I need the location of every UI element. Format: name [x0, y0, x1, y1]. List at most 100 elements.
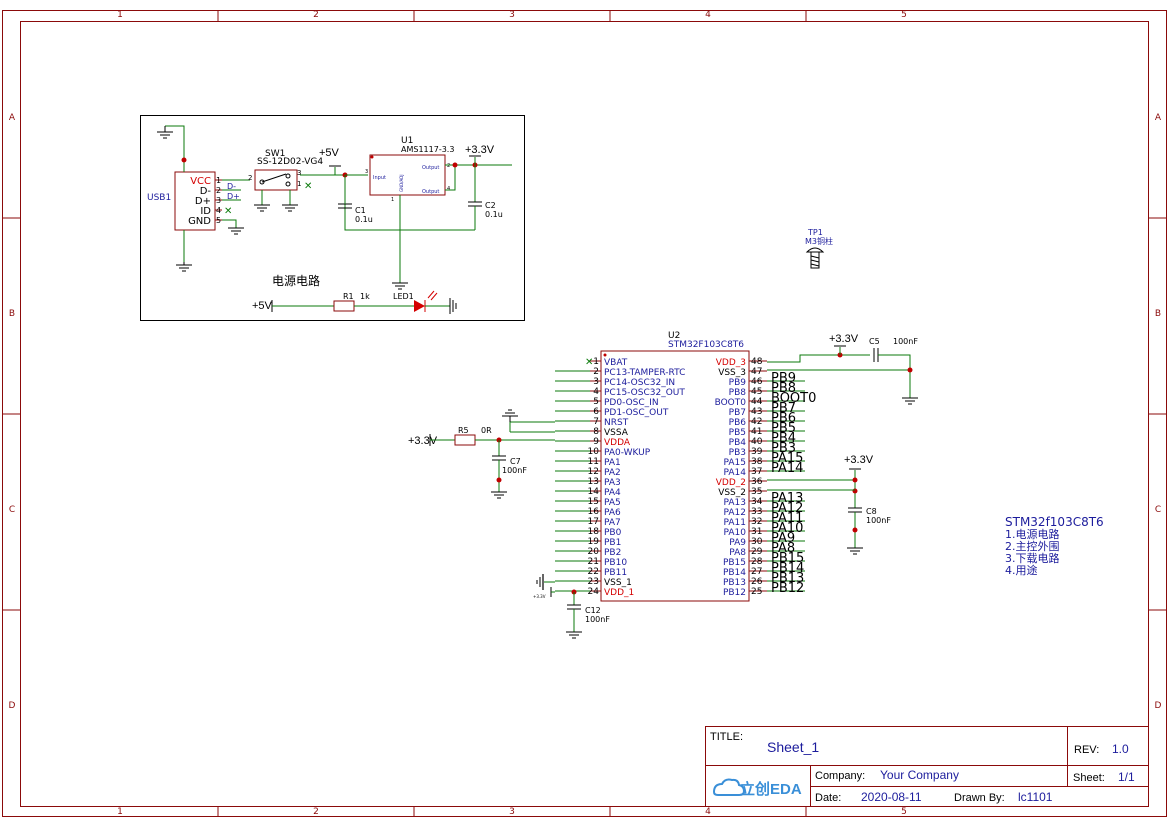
- ground-symbol: [847, 547, 863, 555]
- net-5v: +5V: [319, 147, 340, 159]
- usb1-pin-name: ID: [200, 206, 211, 217]
- usb1-pin-number: 5: [216, 216, 221, 225]
- mcu-pin-number: 23: [588, 577, 599, 587]
- usb1-pin-name: D-: [200, 186, 212, 197]
- usb1-body: [174, 171, 216, 231]
- net-label: PB12: [771, 581, 804, 596]
- ground-symbol: [392, 282, 408, 290]
- c1-value: 0.1u: [355, 215, 373, 224]
- sw1-pin: 3: [297, 169, 301, 177]
- c5-net: +3.3V: [829, 333, 859, 345]
- mcu-pin-name: PA14: [724, 468, 747, 478]
- mcu-pin-number: 42: [751, 417, 762, 427]
- mcu-pin-number: 11: [588, 457, 599, 467]
- mcu-pin-number: 20: [588, 547, 600, 557]
- zone-row-label: B: [1155, 309, 1161, 319]
- mcu-pin-number: 40: [751, 437, 763, 447]
- mcu-pin-name: VBAT: [604, 358, 628, 368]
- zone-column-label: 4: [705, 807, 711, 817]
- no-connect-icon: ✕: [224, 206, 232, 217]
- logo-text: 立创EDA: [740, 780, 802, 798]
- mcu-pin-name: PA7: [604, 518, 621, 528]
- screw-icon: [805, 247, 825, 253]
- mcu-pin-number: 2: [593, 367, 599, 377]
- power-section-title: 电源电路: [272, 273, 320, 288]
- sw1-pin: 1: [297, 180, 301, 188]
- c7-ref: C7: [510, 457, 521, 466]
- outer-frame: [2, 10, 1167, 817]
- mcu-pin-name: PB2: [604, 548, 621, 558]
- net-label: PB6: [771, 411, 796, 426]
- c8-ref: C8: [866, 507, 877, 516]
- mcu-pin-number: 36: [751, 477, 763, 487]
- u1-pin: 1: [391, 197, 394, 203]
- u1-body: [369, 154, 446, 196]
- sheet-value: 1/1: [1118, 770, 1135, 784]
- ground-symbol: [491, 491, 507, 499]
- mcu-pin-name: PA2: [604, 468, 621, 478]
- u1-pin: 3: [365, 169, 368, 175]
- net-label: PB14: [771, 561, 804, 576]
- ground-symbol: [254, 204, 298, 212]
- mcu-pin-number: 41: [751, 427, 762, 437]
- no-connect-icon: ✕: [304, 181, 312, 192]
- mcu-pin-name: PC13-TAMPER-RTC: [604, 368, 685, 378]
- u1-pin-output: Output: [422, 165, 439, 171]
- mcu-pin-number: 8: [593, 427, 599, 437]
- mcu-pin-number: 27: [751, 567, 762, 577]
- mcu-pin-name: PA6: [604, 508, 621, 518]
- mcu-pin-number: 30: [751, 537, 763, 547]
- net-label: PB7: [771, 401, 796, 416]
- mcu-pin-name: PA3: [604, 478, 621, 488]
- u1-pin: 2: [447, 163, 450, 169]
- mcu-pin-name: PA1: [604, 458, 621, 468]
- mcu-pin-number: 48: [751, 357, 763, 367]
- zone-column-label: 3: [509, 10, 515, 20]
- ground-symbol: [157, 126, 173, 139]
- usb1-pin-number: 1: [216, 176, 221, 185]
- ground-symbol: [176, 262, 192, 272]
- mcu-pin-name: PB8: [729, 388, 747, 398]
- drawn-by-label: Drawn By:: [954, 792, 1005, 804]
- mcu-pin-number: 22: [588, 567, 599, 577]
- mcu-pin-name: PA12: [724, 508, 746, 518]
- net-label: PA10: [771, 521, 803, 536]
- inner-frame: [20, 21, 1149, 807]
- c12-net: +3.3V: [533, 594, 546, 599]
- net-5v-led: +5V: [252, 300, 273, 312]
- mcu-pin-name: PA9: [729, 538, 746, 548]
- mcu-pin-number: 16: [588, 507, 600, 517]
- zone-column-label: 3: [509, 807, 515, 817]
- zone-row-label: D: [9, 701, 16, 711]
- net-label: BOOT0: [771, 391, 816, 406]
- net-label: PA8: [771, 541, 795, 556]
- notes-item: 2.主控外围: [1005, 539, 1060, 553]
- mcu-pin-name: PB1: [604, 538, 621, 548]
- mcu-pin-number: 21: [588, 557, 599, 567]
- mcu-pin-name: PB0: [604, 528, 622, 538]
- r5-body: [454, 434, 476, 446]
- mcu-pin-name: PA5: [604, 498, 621, 508]
- mcu-pin-number: 32: [751, 517, 762, 527]
- junction: [181, 157, 187, 163]
- mcu-pin-number: 46: [751, 377, 763, 387]
- net-label: PA12: [771, 501, 803, 516]
- net-label: PA11: [771, 511, 803, 526]
- usb1-ref: USB1: [147, 193, 171, 203]
- mcu-pin-name: PB11: [604, 568, 627, 578]
- sw1-pin: 2: [248, 174, 252, 182]
- mcu-pin-name: VDD_2: [716, 478, 746, 488]
- mcu-pin-name: PB12: [723, 588, 746, 598]
- mcu-pin-number: 38: [751, 457, 763, 467]
- sw1-value: SS-12D02-VG4: [257, 157, 323, 167]
- zone-row-label: C: [1155, 505, 1161, 515]
- mcu-passives: +3.3V R5 0R C7 100nF +3.3V: [408, 333, 918, 639]
- net-33v: +3.3V: [465, 144, 495, 156]
- mcu-pin-number: 17: [588, 517, 599, 527]
- mcu-pin-number: 26: [751, 577, 763, 587]
- net-label-dm: D-: [227, 182, 236, 191]
- mcu-pin-number: 4: [593, 387, 599, 397]
- mcu-pin-number: 39: [751, 447, 763, 457]
